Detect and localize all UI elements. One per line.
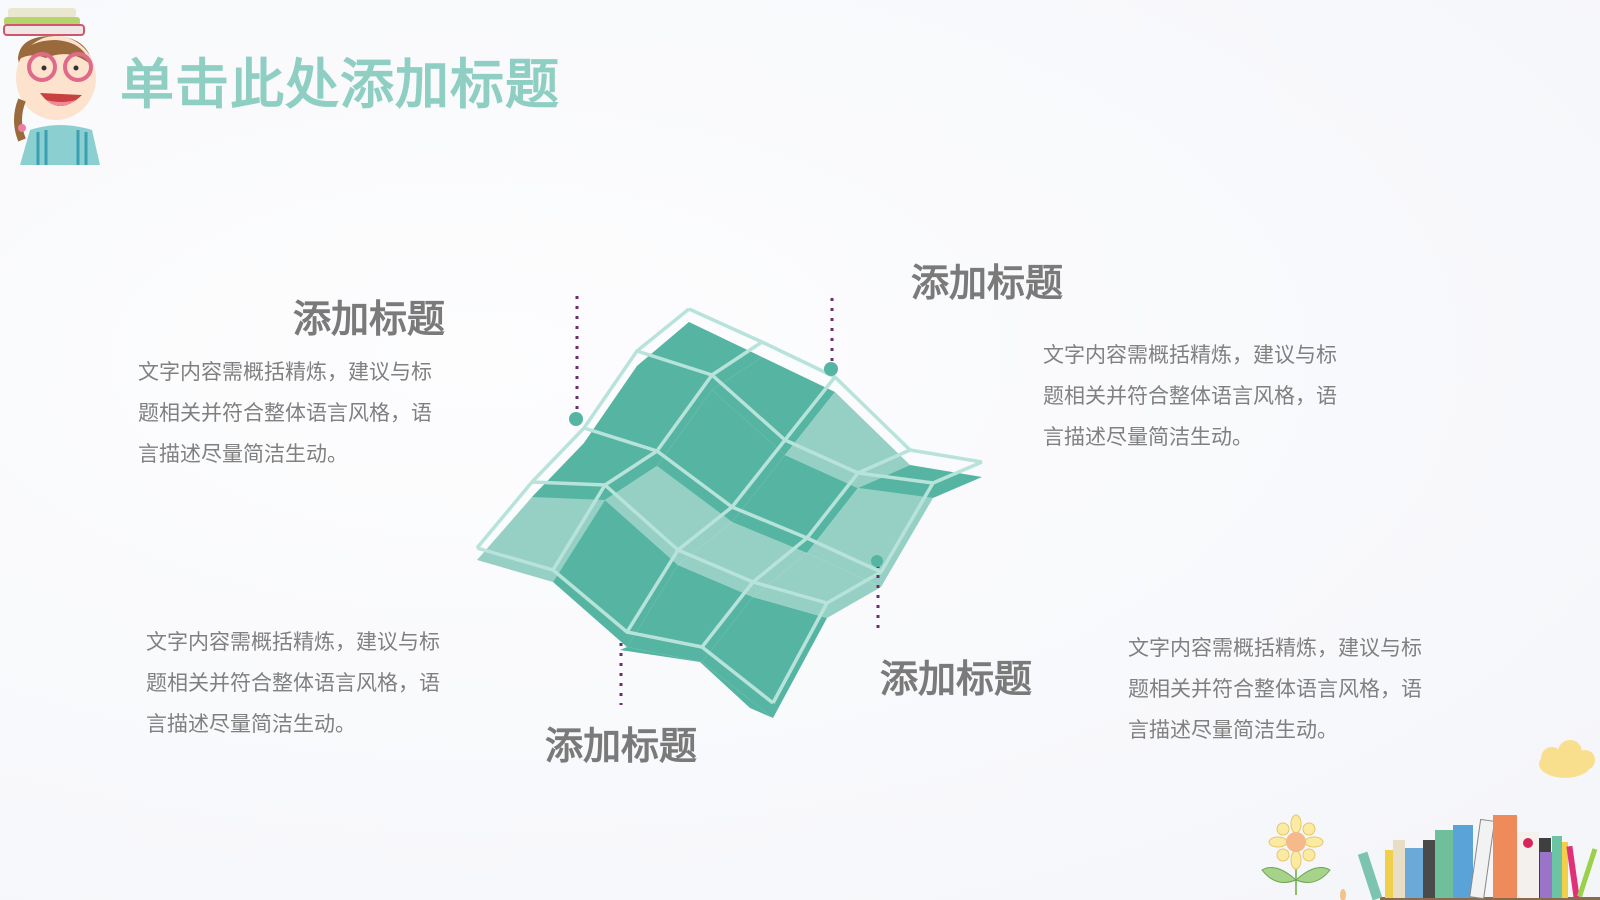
text-line: 言描述尽量简洁生动。 [1128, 718, 1338, 742]
text-line: 言描述尽量简洁生动。 [1043, 425, 1253, 449]
heading-bottom-left[interactable]: 添加标题 [545, 724, 698, 768]
book-activity [1540, 852, 1552, 898]
sunflower-icon [1261, 814, 1346, 900]
book-sport [1453, 825, 1473, 898]
heading-top-right[interactable]: 添加标题 [911, 261, 1064, 305]
text-line: 言描述尽量简洁生动。 [146, 712, 356, 736]
text-block-bottom-left[interactable]: 文字内容需概括精炼，建议与标 题相关并符合整体语言风格，语 言描述尽量简洁生动。 [146, 622, 486, 745]
heading-bottom-right[interactable]: 添加标题 [880, 657, 1033, 701]
marker-dot [824, 362, 838, 376]
text-line: 文字内容需概括精炼，建议与标 [1128, 636, 1422, 660]
bookshelf-illustration [1357, 815, 1600, 900]
marker-dot [569, 412, 583, 426]
character-illustration [3, 8, 100, 165]
book-medicine [1405, 848, 1423, 898]
cloud-icon [1539, 740, 1595, 778]
callout-markers [569, 362, 883, 567]
book-food [1493, 815, 1517, 898]
callout-leader-lines [575, 296, 880, 705]
book-cuisine [1517, 832, 1539, 898]
book-organic [1469, 818, 1496, 900]
text-block-top-left[interactable]: 文字内容需概括精炼，建议与标 题相关并符合整体语言风格，语 言描述尽量简洁生动。 [138, 352, 478, 475]
text-line: 题相关并符合整体语言风格，语 [146, 671, 440, 695]
text-line: 文字内容需概括精炼，建议与标 [1043, 343, 1337, 367]
text-line: 言描述尽量简洁生动。 [138, 442, 348, 466]
heading-top-left[interactable]: 添加标题 [293, 297, 446, 341]
text-line: 题相关并符合整体语言风格，语 [138, 401, 432, 425]
text-block-bottom-right[interactable]: 文字内容需概括精炼，建议与标 题相关并符合整体语言风格，语 言描述尽量简洁生动。 [1128, 628, 1468, 751]
book-recipe [1435, 830, 1453, 898]
surface-wireframe [475, 307, 983, 705]
slide-title[interactable]: 单击此处添加标题 [120, 53, 560, 116]
glasses-icon [27, 52, 57, 82]
text-line: 文字内容需概括精炼，建议与标 [138, 360, 432, 384]
text-line: 文字内容需概括精炼，建议与标 [146, 630, 440, 654]
text-line: 题相关并符合整体语言风格，语 [1043, 384, 1337, 408]
text-block-top-right[interactable]: 文字内容需概括精炼，建议与标 题相关并符合整体语言风格，语 言描述尽量简洁生动。 [1043, 335, 1383, 458]
book-stack-icon [3, 8, 85, 36]
marker-dot [871, 555, 883, 567]
text-line: 题相关并符合整体语言风格，语 [1128, 677, 1422, 701]
